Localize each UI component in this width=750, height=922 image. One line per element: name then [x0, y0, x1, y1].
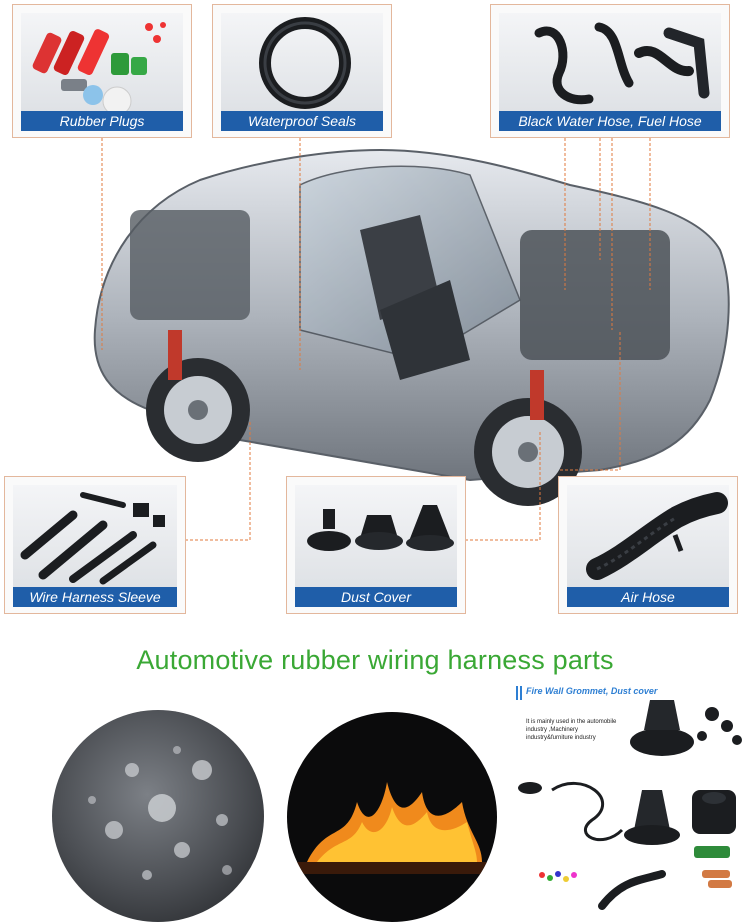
- water-hose-photo: [499, 13, 721, 111]
- car-diagram: Rubber Plugs Waterproof Seals Black Wate…: [4, 4, 738, 614]
- rubber-plugs-image: [32, 22, 166, 111]
- dust-cover-photo: [295, 485, 457, 587]
- water-hose-label: Black Water Hose, Fuel Hose: [499, 111, 721, 131]
- wire-harness-label: Wire Harness Sleeve: [13, 587, 177, 607]
- flames: [297, 782, 487, 874]
- air-hose-label: Air Hose: [567, 587, 729, 607]
- grommet-description: It is mainly used in the automobile indu…: [526, 719, 617, 741]
- headline: Automotive rubber wiring harness parts: [136, 645, 614, 675]
- grommet-products-image: [518, 700, 742, 910]
- air-hose-card[interactable]: Air Hose: [558, 476, 738, 614]
- car-illustration: [93, 138, 730, 541]
- water-hose-card[interactable]: Black Water Hose, Fuel Hose: [490, 4, 730, 138]
- air-hose-image: [586, 492, 728, 580]
- dust-cover-card[interactable]: Dust Cover: [286, 476, 466, 614]
- title-mark-icon: [516, 686, 522, 700]
- water-droplets: [88, 746, 232, 880]
- wire-harness-photo: [13, 485, 177, 587]
- waterproof-seal-image: [259, 17, 351, 109]
- dust-cover-image: [307, 505, 454, 551]
- wire-harness-card[interactable]: Wire Harness Sleeve: [4, 476, 186, 614]
- waterproof-seals-card[interactable]: Waterproof Seals: [212, 4, 392, 138]
- rubber-plugs-card[interactable]: Rubber Plugs: [12, 4, 192, 138]
- wire-harness-image: [20, 492, 165, 585]
- dust-cover-label: Dust Cover: [295, 587, 457, 607]
- waterproof-seals-label: Waterproof Seals: [221, 111, 383, 131]
- waterproof-seals-photo: [221, 13, 383, 111]
- grommet-title: Fire Wall Grommet, Dust cover: [526, 686, 658, 696]
- rubber-plugs-label: Rubber Plugs: [21, 111, 183, 131]
- rubber-plugs-photo: [21, 13, 183, 111]
- water-hose-image: [534, 22, 710, 105]
- air-hose-photo: [567, 485, 729, 587]
- flame-resistant-image: [287, 712, 497, 922]
- water-repellent-image: [52, 710, 264, 922]
- grommet-panel: Fire Wall Grommet, Dust cover It is main…: [512, 680, 750, 921]
